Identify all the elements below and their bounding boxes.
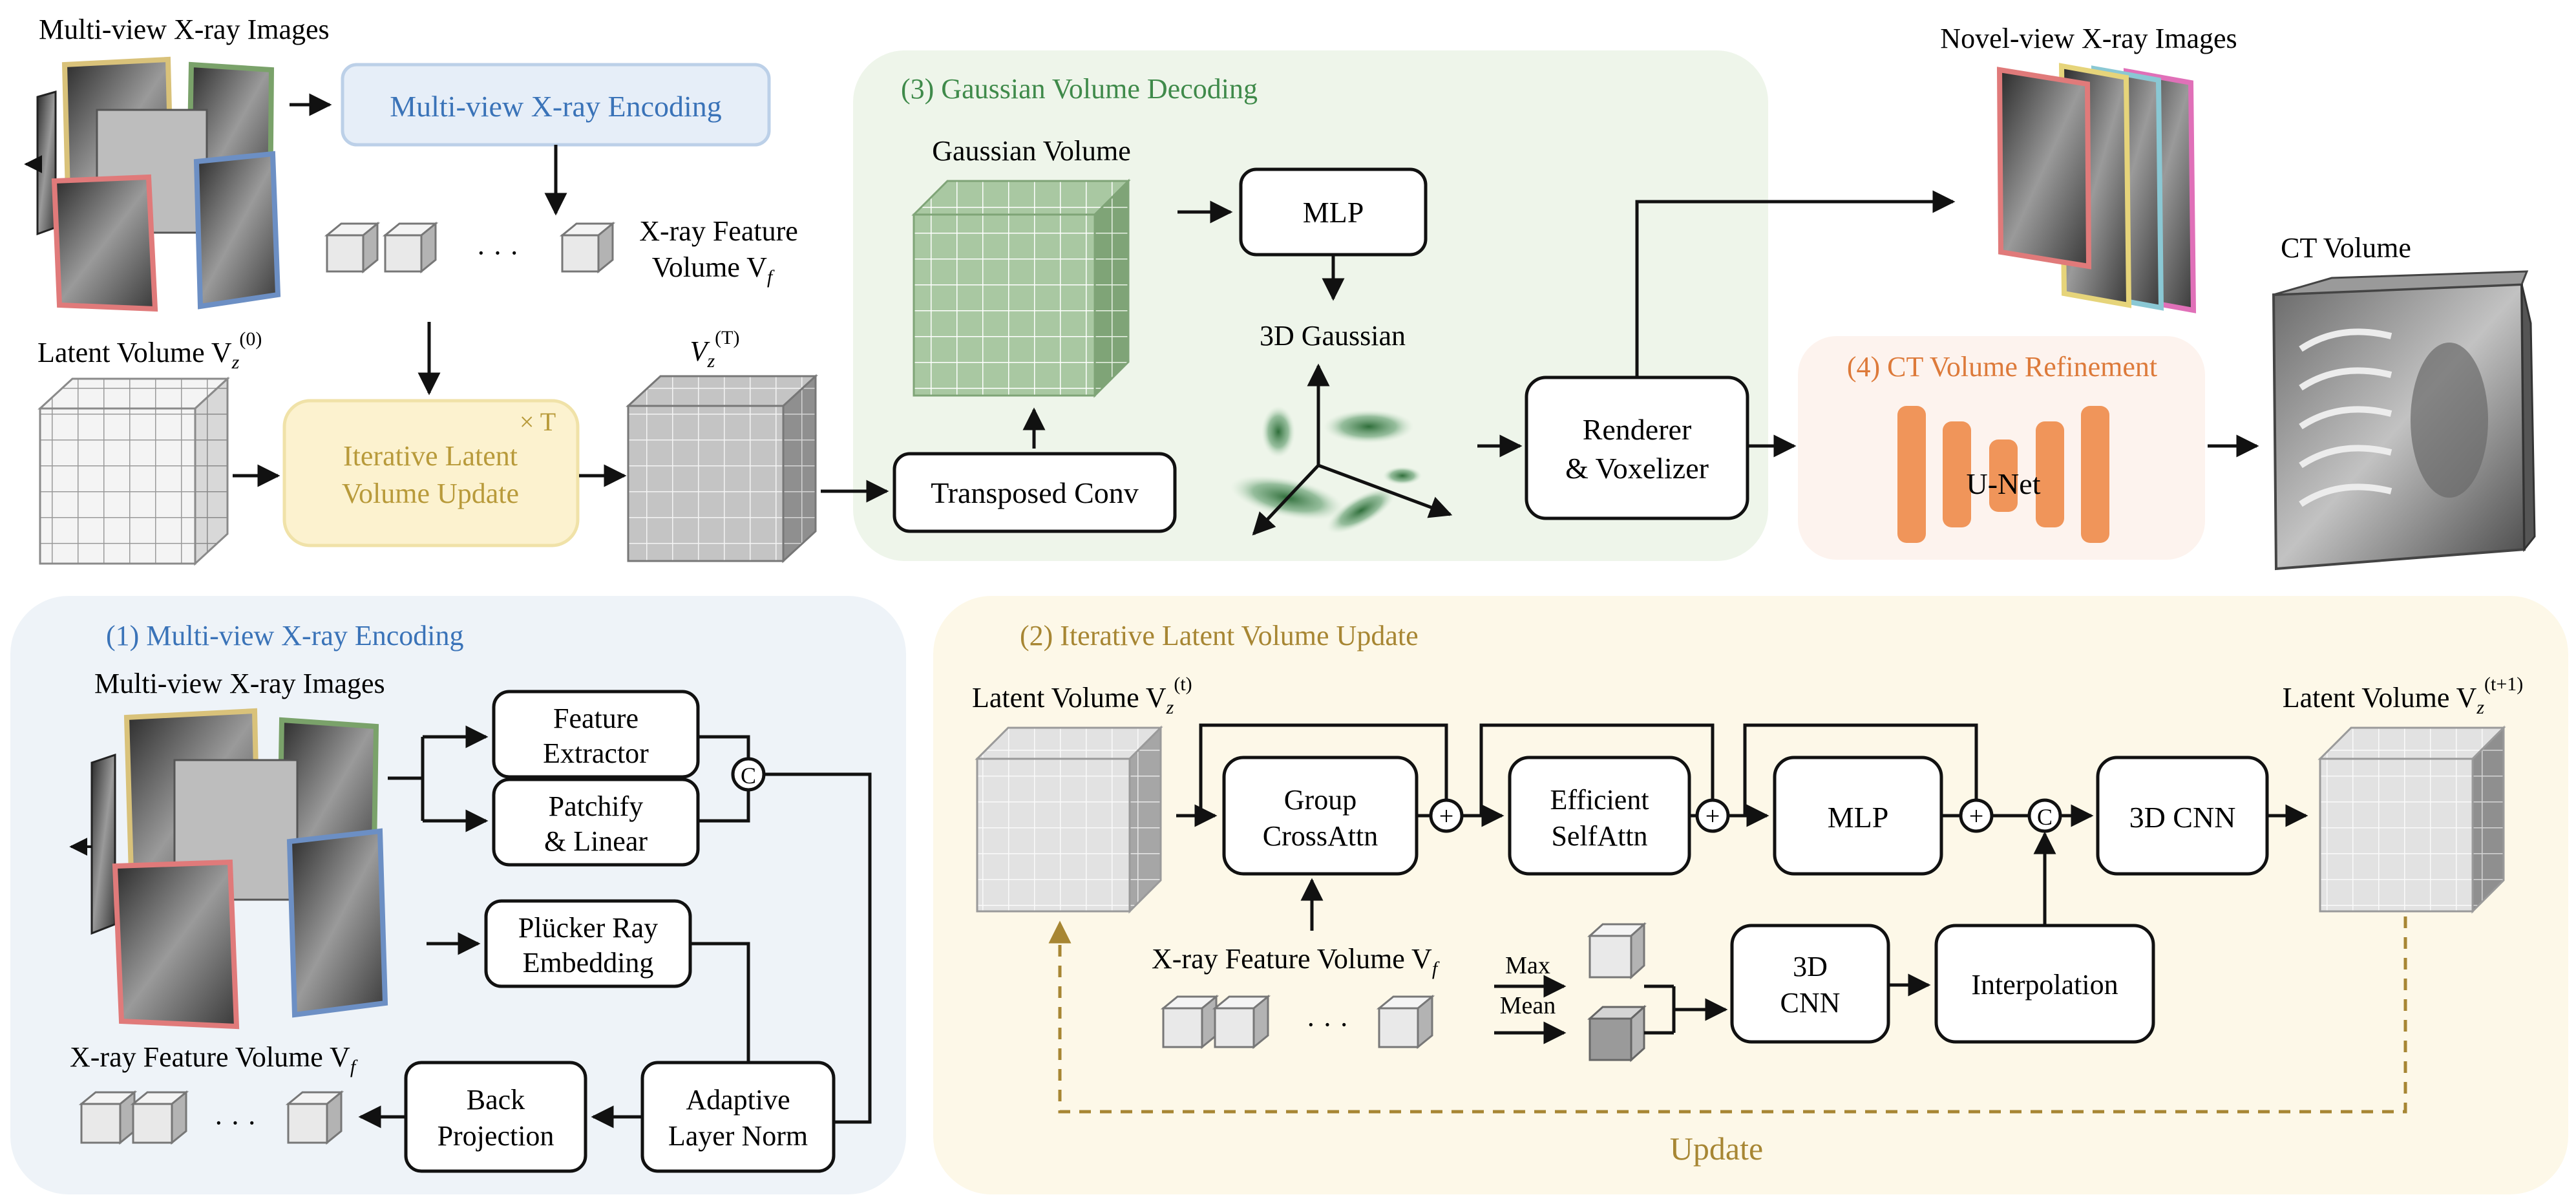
interpolation-label: Interpolation xyxy=(1971,969,2118,1001)
plucker-label-1: Plücker Ray xyxy=(518,912,658,944)
update-loop-label: Update xyxy=(1670,1130,1763,1167)
latent-t-cube xyxy=(975,725,1163,914)
update-panel-title: (2) Iterative Latent Volume Update xyxy=(1020,620,1419,651)
encoding-panel-images-label: Multi-view X-ray Images xyxy=(94,668,385,699)
top-feature-cubes xyxy=(324,221,616,274)
update-mlp-label: MLP xyxy=(1828,801,1889,834)
group-crossattn-box xyxy=(1222,756,1419,876)
gaussian-3d-label: 3D Gaussian xyxy=(1260,320,1406,352)
update-concat-label: C xyxy=(2037,804,2053,830)
transposed-conv-label: Transposed Conv xyxy=(931,476,1139,509)
renderer-box xyxy=(1525,376,1749,520)
adaptive-layernorm-box xyxy=(640,1061,836,1173)
plus-label-1: + xyxy=(1439,801,1454,831)
plucker-label-2: Embedding xyxy=(523,947,654,979)
plus-label-2: + xyxy=(1705,801,1720,831)
top-xray-stack xyxy=(36,56,281,312)
group-crossattn-label-2: CrossAttn xyxy=(1263,820,1378,852)
interpolation-box xyxy=(1934,924,2155,1044)
renderer-label-2: & Voxelizer xyxy=(1565,452,1709,485)
max-mean-cubes xyxy=(1587,922,1647,1063)
refinement-title: (4) CT Volume Refinement xyxy=(1847,351,2157,383)
small-3dcnn-label-2: CNN xyxy=(1780,987,1841,1019)
small-3dcnn-box xyxy=(1730,924,1890,1044)
encoding-feature-ellipsis: · · · xyxy=(214,1107,257,1139)
decoding-mlp-label: MLP xyxy=(1303,196,1364,229)
iterative-update-label-2: Volume Update xyxy=(342,478,519,509)
decoding-mlp-box xyxy=(1239,167,1428,257)
patchify-label-1: Patchify xyxy=(549,790,644,822)
update-feature-cubes xyxy=(1160,994,1435,1050)
renderer-label-1: Renderer xyxy=(1583,413,1692,446)
update-feature-volume-label: X-ray Feature Volume Vf xyxy=(1152,943,1440,979)
encoding-feature-cubes xyxy=(78,1090,344,1145)
ct-volume-label: CT Volume xyxy=(2281,232,2411,264)
adaptive-label-2: Layer Norm xyxy=(668,1120,808,1152)
novel-view-label: Novel-view X-ray Images xyxy=(1940,23,2237,54)
latent-volume-label: Latent Volume Vz(0) xyxy=(37,328,262,373)
latent-t1-label: Latent Volume Vz(t+1) xyxy=(2283,673,2524,718)
top-feature-label-1: X-ray Feature xyxy=(639,215,798,247)
encoding-feature-volume-label: X-ray Feature Volume Vf xyxy=(70,1041,358,1077)
latent-volume-cube xyxy=(37,376,230,566)
iterative-update-box xyxy=(282,399,580,547)
ct-volume-image xyxy=(2272,270,2536,571)
times-t-label: × T xyxy=(520,407,556,436)
transposed-conv-box xyxy=(892,452,1177,533)
back-projection-label-1: Back xyxy=(467,1084,525,1116)
top-encoding-box-label: Multi-view X-ray Encoding xyxy=(390,90,722,123)
patchify-label-2: & Linear xyxy=(544,825,648,857)
top-multiview-label: Multi-view X-ray Images xyxy=(39,14,330,45)
efficient-selfattn-label-2: SelfAttn xyxy=(1551,820,1647,852)
back-projection-label-2: Projection xyxy=(438,1120,554,1152)
mean-label: Mean xyxy=(1500,992,1556,1019)
top-feature-label-2: Volume Vf xyxy=(652,251,775,288)
top-feature-ellipsis: · · · xyxy=(476,237,519,269)
novel-view-stack xyxy=(1996,63,2197,313)
max-label: Max xyxy=(1505,952,1550,979)
feature-extractor-box xyxy=(492,690,700,779)
update-panel xyxy=(933,596,2568,1194)
encoding-concat-label: C xyxy=(741,763,756,789)
unet-bars xyxy=(1897,406,2109,543)
update-feature-ellipsis: · · · xyxy=(1306,1009,1349,1041)
adaptive-label-1: Adaptive xyxy=(686,1084,790,1116)
vz-t-cube xyxy=(626,374,818,564)
gaussian-3d-axes xyxy=(1230,363,1453,536)
encoding-xray-stack xyxy=(90,708,388,1030)
feature-extractor-label-1: Feature xyxy=(553,703,639,734)
efficient-selfattn-label-1: Efficient xyxy=(1550,784,1649,816)
gaussian-volume-label: Gaussian Volume xyxy=(932,135,1131,167)
vz-t-label: Vz(T) xyxy=(690,327,740,372)
latent-t1-cube xyxy=(2317,725,2506,914)
group-crossattn-label-1: Group xyxy=(1284,784,1357,816)
efficient-selfattn-box xyxy=(1508,756,1691,876)
feature-extractor-label-2: Extractor xyxy=(543,737,649,769)
plus-label-3: + xyxy=(1969,801,1984,831)
small-3dcnn-label-1: 3D xyxy=(1793,951,1828,982)
unet-label: U-Net xyxy=(1967,467,2041,500)
back-projection-box xyxy=(404,1061,587,1173)
latent-t-label: Latent Volume Vz(t) xyxy=(972,673,1192,718)
decoding-title: (3) Gaussian Volume Decoding xyxy=(901,73,1258,105)
update-3dcnn-label: 3D CNN xyxy=(2129,801,2236,834)
gaussian-volume-cube xyxy=(911,178,1131,398)
iterative-update-label-1: Iterative Latent xyxy=(343,440,518,472)
encoding-panel-title: (1) Multi-view X-ray Encoding xyxy=(106,620,464,651)
